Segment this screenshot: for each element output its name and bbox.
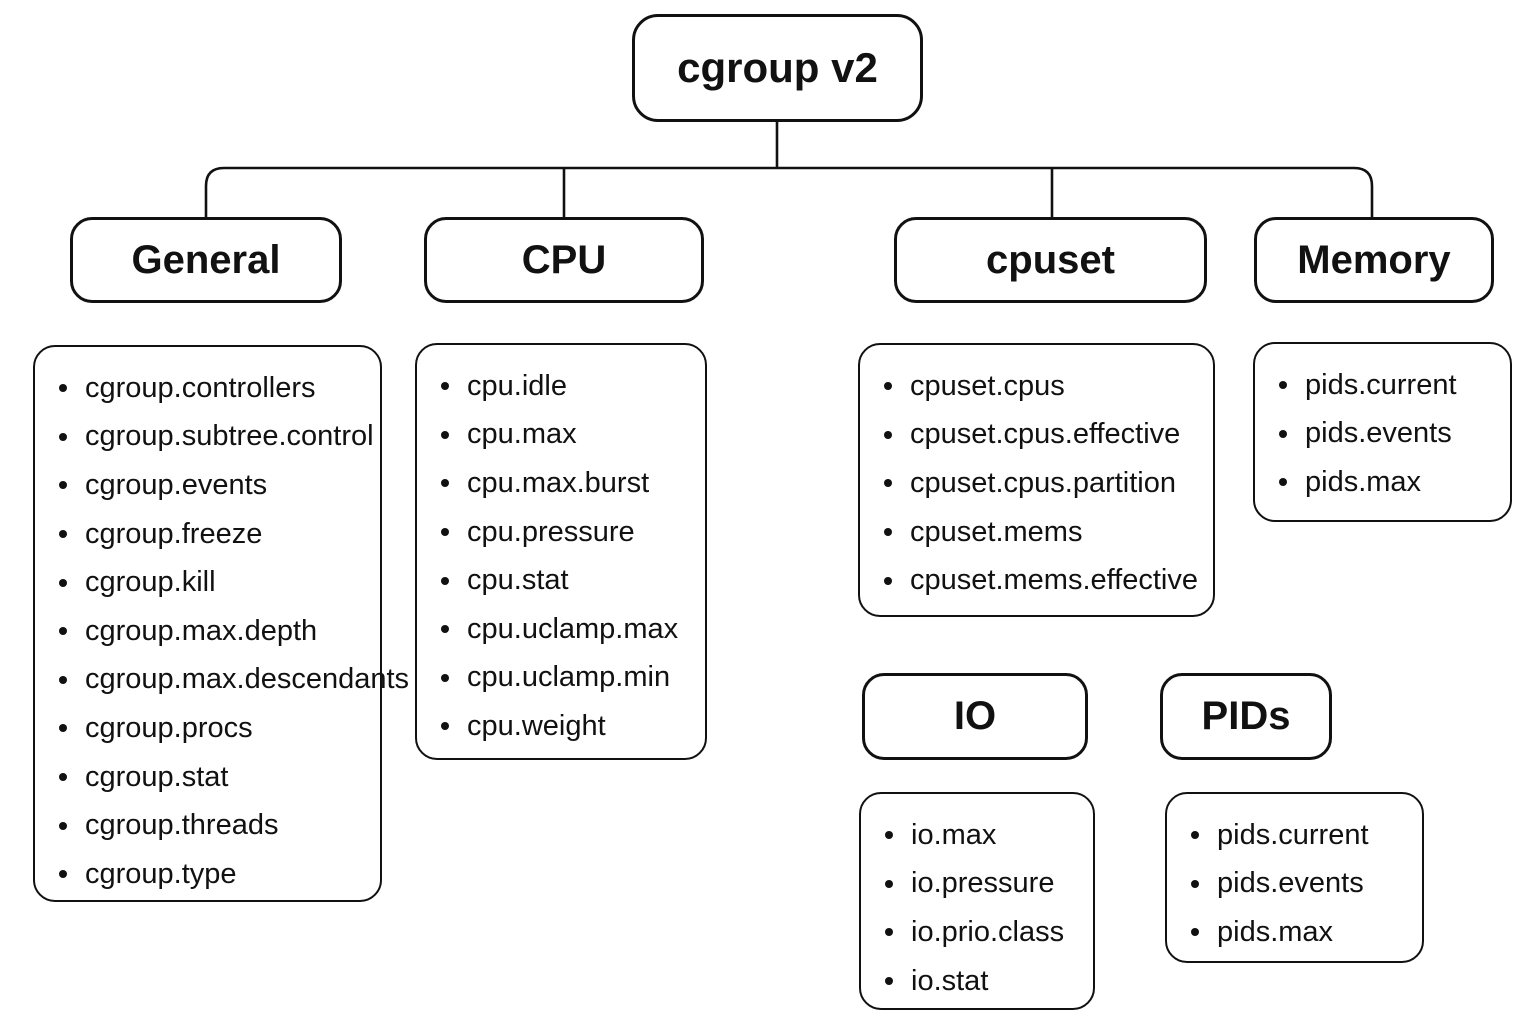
list-item: cgroup.freeze: [35, 510, 380, 559]
group-header-cpuset: cpuset: [894, 217, 1207, 303]
list-item: pids.max: [1255, 458, 1510, 507]
list-item: pids.current: [1167, 811, 1422, 860]
list-item: cpuset.cpus.effective: [860, 411, 1213, 460]
list-item: cgroup.threads: [35, 801, 380, 850]
list-item: io.max: [861, 811, 1093, 860]
list-item: io.pressure: [861, 860, 1093, 909]
list-item: cpu.uclamp.min: [417, 654, 705, 703]
list-item: io.prio.class: [861, 908, 1093, 957]
list-item: cpu.stat: [417, 556, 705, 605]
list-item: cgroup.type: [35, 850, 380, 899]
group-header-label: Memory: [1297, 237, 1451, 282]
list-item: pids.current: [1255, 361, 1510, 410]
list-item: cpuset.mems: [860, 508, 1213, 557]
list-item: cpu.max.burst: [417, 459, 705, 508]
root-node-cgroup-v2: cgroup v2: [632, 14, 923, 122]
group-header-general: General: [70, 217, 342, 303]
list-item: pids.max: [1167, 908, 1422, 957]
list-item: cpu.pressure: [417, 508, 705, 557]
group-header-memory: Memory: [1254, 217, 1494, 303]
list-item: cgroup.stat: [35, 753, 380, 802]
group-header-label: CPU: [521, 237, 607, 282]
group-header-cpu: CPU: [424, 217, 704, 303]
list-item: cpu.uclamp.max: [417, 605, 705, 654]
list-item: cgroup.events: [35, 461, 380, 510]
list-item: cgroup.max.descendants: [35, 656, 409, 705]
list-item: pids.events: [1255, 410, 1510, 459]
list-item: cgroup.controllers: [35, 364, 380, 413]
group-header-label: IO: [953, 694, 997, 738]
list-item: cgroup.subtree.control: [35, 413, 380, 462]
list-item: cgroup.max.depth: [35, 607, 380, 656]
group-header-pids: PIDs: [1160, 673, 1332, 760]
list-item: cpu.weight: [417, 702, 705, 751]
list-item: cgroup.kill: [35, 558, 380, 607]
group-header-label: cpuset: [986, 237, 1115, 282]
list-item: cpu.max: [417, 411, 705, 460]
list-item: pids.events: [1167, 860, 1422, 909]
group-header-label: PIDs: [1201, 694, 1291, 738]
list-item: cpuset.cpus.partition: [860, 459, 1213, 508]
list-item: cpuset.mems.effective: [860, 556, 1213, 605]
connector-bus: [204, 166, 1374, 217]
group-header-io: IO: [862, 673, 1088, 760]
list-item: cpuset.cpus: [860, 362, 1213, 411]
group-header-label: General: [131, 237, 281, 282]
list-item: cgroup.procs: [35, 704, 380, 753]
list-item: io.stat: [861, 957, 1093, 1006]
list-item: cpu.idle: [417, 362, 705, 411]
root-node-label: cgroup v2: [677, 44, 878, 91]
